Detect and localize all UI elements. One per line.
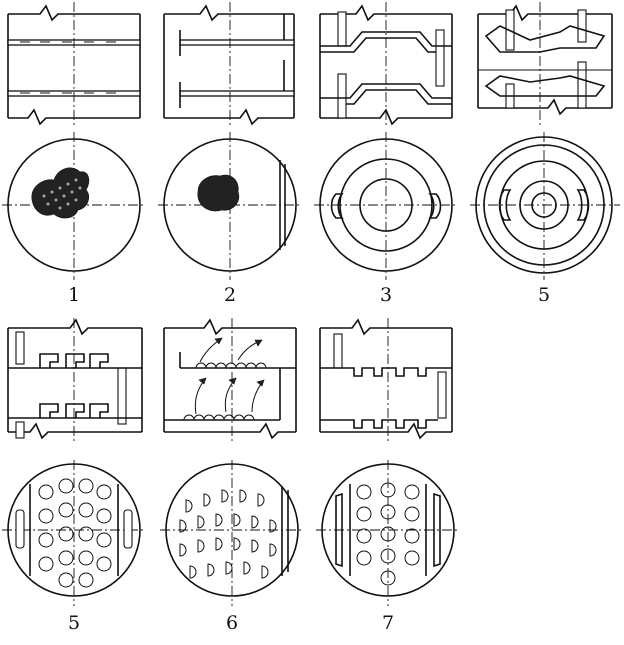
section-6 xyxy=(163,318,297,442)
plan-1 xyxy=(2,132,146,280)
section-5-top xyxy=(477,2,613,128)
jet-tabs-6 xyxy=(179,489,277,579)
label-2: 2 xyxy=(223,284,237,306)
label-1: 1 xyxy=(67,284,81,306)
plan-7 xyxy=(316,460,460,606)
plan-2 xyxy=(158,132,302,280)
hole-pattern-1 xyxy=(42,178,82,210)
label-5-bottom: 5 xyxy=(67,612,81,634)
label-7: 7 xyxy=(381,612,395,634)
valve-holes-7 xyxy=(356,482,420,586)
label-3: 3 xyxy=(379,284,393,306)
plan-5-bottom xyxy=(2,460,146,606)
section-3 xyxy=(319,2,453,128)
section-1 xyxy=(7,2,141,128)
section-7 xyxy=(319,318,453,442)
plan-6 xyxy=(160,460,304,606)
plan-5-top xyxy=(470,132,620,280)
label-6: 6 xyxy=(225,612,239,634)
plan-3 xyxy=(314,132,458,280)
label-5-top: 5 xyxy=(537,284,551,306)
section-5-bottom xyxy=(7,318,143,442)
section-2 xyxy=(163,2,295,128)
valve-holes-5 xyxy=(38,478,112,588)
